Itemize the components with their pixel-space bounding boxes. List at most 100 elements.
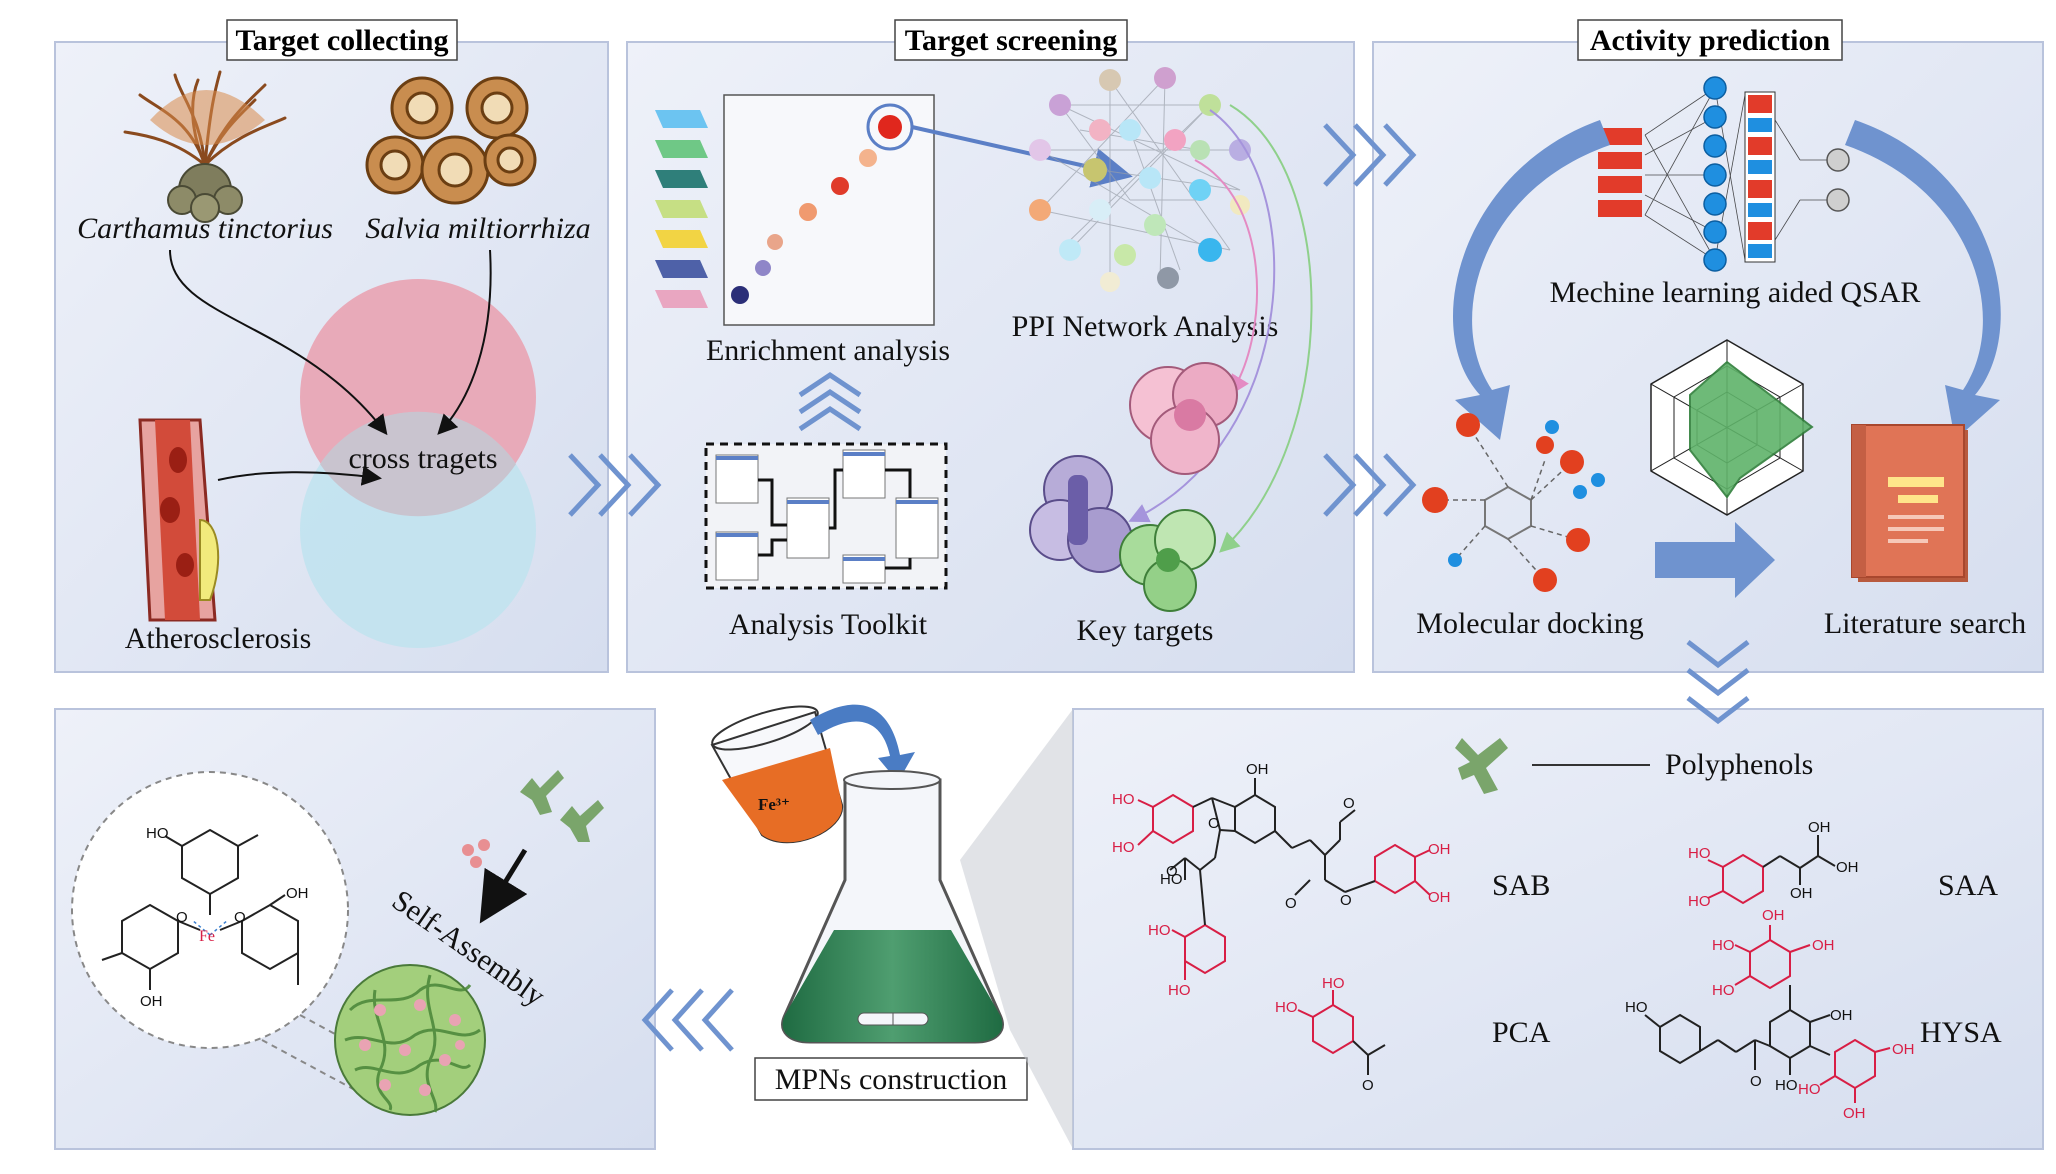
saa-ho-1: HO xyxy=(1688,845,1711,862)
saa-ho-2: HO xyxy=(1688,893,1711,910)
arrow-salvia-to-venn xyxy=(437,249,492,435)
polyphenol-legend-icon xyxy=(1455,738,1508,794)
molecular-docking-icon xyxy=(1422,413,1605,592)
chevrons-screening-to-prediction-bottom xyxy=(1323,453,1417,517)
toolkit-documents xyxy=(715,449,939,584)
hysa-ho-2: HO xyxy=(1775,1077,1798,1094)
sab-ho-1: HO xyxy=(1112,791,1135,808)
panel-polyphenols xyxy=(1072,708,2044,1150)
arrow-carthamus-to-venn xyxy=(169,249,388,436)
label-ppi: PPI Network Analysis xyxy=(1012,310,1279,343)
salvia-slices-icon xyxy=(365,76,537,205)
hysa-oh-3: OH xyxy=(1812,937,1835,954)
sab-oh-3: OH xyxy=(1428,889,1451,906)
chevrons-mpn-to-assembly xyxy=(641,988,734,1052)
radar-chart-icon xyxy=(1650,339,1814,516)
beaker-icon xyxy=(710,705,844,844)
sab-ho-3: HO xyxy=(1148,922,1171,939)
fe-ions-icon xyxy=(462,839,490,868)
mpn-particle-icon xyxy=(334,964,486,1116)
sab-structure xyxy=(1137,778,1431,980)
atom-o-2: O xyxy=(234,909,246,926)
saa-oh-1: OH xyxy=(1808,819,1831,836)
enrichment-legend xyxy=(655,110,708,308)
enrichment-plot-frame xyxy=(723,94,935,326)
chevrons-collecting-to-screening xyxy=(568,453,662,517)
sab-ho-5: HO xyxy=(1160,871,1183,888)
label-enrichment: Enrichment analysis xyxy=(706,334,950,367)
label-ml-qsar: Mechine learning aided QSAR xyxy=(1550,276,1921,309)
label-mpns-construction: MPNs construction xyxy=(775,1063,1008,1096)
label-literature-search: Literature search xyxy=(1824,607,2026,640)
arrow-assembly xyxy=(479,848,528,924)
compound-hysa: HYSA xyxy=(1920,1016,2002,1049)
compound-saa: SAA xyxy=(1938,869,1998,902)
compound-pca: PCA xyxy=(1492,1016,1551,1049)
hysa-oh-2: OH xyxy=(1762,907,1785,924)
sab-oh-2: OH xyxy=(1428,841,1451,858)
sab-o-2: O xyxy=(1166,863,1178,880)
saa-oh-2: OH xyxy=(1836,859,1859,876)
sab-ho-4: HO xyxy=(1168,982,1191,999)
sab-o-4: O xyxy=(1343,795,1355,812)
title-target-collecting: Target collecting xyxy=(235,24,448,57)
label-key-targets: Key targets xyxy=(1077,614,1214,647)
atom-ho-1: HO xyxy=(146,825,169,842)
curved-arrow-left xyxy=(1453,120,1610,440)
arrow-ppi-pink xyxy=(1194,159,1259,396)
hysa-oh-5: OH xyxy=(1843,1105,1866,1122)
label-salvia: Salvia miltiorrhiza xyxy=(365,212,590,245)
enrichment-dots xyxy=(731,103,914,304)
up-chevrons-icon xyxy=(798,371,862,432)
hysa-oh-1: OH xyxy=(1830,1007,1853,1024)
arrow-ppi-green xyxy=(1219,104,1313,553)
hysa-ho-1: HO xyxy=(1625,999,1648,1016)
hysa-o-1: O xyxy=(1750,1073,1762,1090)
title-target-screening: Target screening xyxy=(905,24,1117,57)
label-atherosclerosis: Atherosclerosis xyxy=(125,622,312,655)
pour-arrow-icon xyxy=(810,704,915,782)
atom-o-1: O xyxy=(176,909,188,926)
down-chevrons-icon xyxy=(1686,640,1750,725)
pca-ho-1: HO xyxy=(1322,975,1345,992)
sab-o-3: O xyxy=(1285,895,1297,912)
fe-complex-structure xyxy=(101,828,299,990)
polyphenol-icon-group xyxy=(520,770,604,842)
arrow-ppi-purple xyxy=(1128,109,1276,523)
atom-fe: Fe xyxy=(199,928,215,945)
projection-wedge xyxy=(960,709,1073,1149)
curved-arrow-right xyxy=(1845,120,2001,440)
saa-oh-3: OH xyxy=(1790,885,1813,902)
venn-overlap xyxy=(320,411,516,517)
neural-network-icon xyxy=(1598,76,1850,272)
saa-structure xyxy=(1707,835,1836,905)
atom-oh-1: OH xyxy=(286,885,309,902)
atom-oh-2: OH xyxy=(140,993,163,1010)
hysa-ho-3: HO xyxy=(1712,937,1735,954)
pca-o-1: O xyxy=(1362,1077,1374,1094)
flask-icon xyxy=(781,770,1004,1044)
protein-green-icon xyxy=(1119,509,1216,612)
pca-ho-2: HO xyxy=(1275,999,1298,1016)
sab-oh-1: OH xyxy=(1246,761,1269,778)
label-molecular-docking: Molecular docking xyxy=(1416,607,1643,640)
book-icon xyxy=(1851,424,1968,582)
pca-structure xyxy=(1297,990,1386,1075)
arrow-disease-to-venn xyxy=(217,465,382,486)
sab-ho-2: HO xyxy=(1112,839,1135,856)
title-activity-prediction: Activity prediction xyxy=(1590,24,1831,57)
sab-o-1: O xyxy=(1208,815,1220,832)
artery-icon xyxy=(138,418,220,622)
hysa-ho-5: HO xyxy=(1798,1081,1821,1098)
hysa-structure xyxy=(1644,925,1891,1103)
hysa-oh-4: OH xyxy=(1892,1041,1915,1058)
label-polyphenols: Polyphenols xyxy=(1665,748,1813,781)
label-carthamus: Carthamus tinctorius xyxy=(77,212,333,245)
label-cross-targets: cross tragets xyxy=(348,442,497,475)
label-fe3: Fe³⁺ xyxy=(758,795,790,814)
compound-sab: SAB xyxy=(1492,869,1550,902)
chevrons-screening-to-prediction-top xyxy=(1323,123,1417,187)
sab-o-5: O xyxy=(1340,892,1352,909)
protein-pink-icon xyxy=(1129,362,1238,475)
